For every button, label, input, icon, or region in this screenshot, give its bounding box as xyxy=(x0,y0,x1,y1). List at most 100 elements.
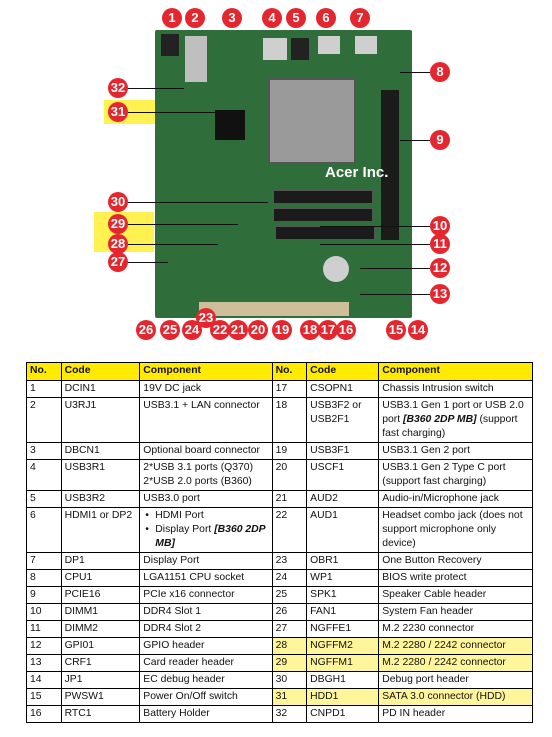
cell-component-2: Debug port header xyxy=(378,671,533,689)
cell-component-2: Chassis Intrusion switch xyxy=(378,380,533,398)
cell-component: 2*USB 3.1 ports (Q370)2*USB 2.0 ports (B… xyxy=(139,459,273,491)
brand-label: Acer Inc. xyxy=(325,164,389,181)
cell-code-2: AUD2 xyxy=(306,490,380,508)
cell-no-2: 26 xyxy=(271,603,308,621)
cell-component: EC debug header xyxy=(139,671,273,689)
dimm-slot-2 xyxy=(273,208,373,222)
cell-no: 10 xyxy=(26,603,62,621)
cell-component: PCIe x16 connector xyxy=(139,586,273,604)
callout-31: 31 xyxy=(108,102,128,122)
callout-24: 24 xyxy=(182,320,202,340)
cell-code-2: FAN1 xyxy=(306,603,380,621)
pcie-slot xyxy=(381,90,399,240)
callout-3: 3 xyxy=(222,8,242,28)
cell-component-2: M.2 2280 / 2242 connector xyxy=(378,637,533,655)
callout-28: 28 xyxy=(108,234,128,254)
cell-component: LGA1151 CPU socket xyxy=(139,569,273,587)
cell-code: DIMM2 xyxy=(60,620,141,638)
header-no-2: No. xyxy=(271,362,308,381)
cell-component-2: Headset combo jack (does not support mic… xyxy=(378,507,533,553)
cell-no: 1 xyxy=(26,380,62,398)
cell-no: 5 xyxy=(26,490,62,508)
callout-13: 13 xyxy=(430,284,450,304)
callout-32: 32 xyxy=(108,78,128,98)
cell-component: 19V DC jack xyxy=(139,380,273,398)
motherboard-diagram: Acer Inc. 1 2 3 4 5 6 7 8 9 10 11 12 13 … xyxy=(0,0,552,350)
callout-23: 23 xyxy=(196,308,216,328)
callout-10: 10 xyxy=(430,216,450,236)
cell-component: DDR4 Slot 2 xyxy=(139,620,273,638)
cell-no-2: 19 xyxy=(271,442,308,460)
callout-4: 4 xyxy=(262,8,282,28)
usb-ports xyxy=(263,38,287,60)
cell-code: DCIN1 xyxy=(60,380,141,398)
cell-component-2: One Button Recovery xyxy=(378,552,533,570)
cell-no: 4 xyxy=(26,459,62,491)
cell-component: USB3.1 + LAN connector xyxy=(139,397,273,443)
cell-no: 3 xyxy=(26,442,62,460)
cell-code: USB3R1 xyxy=(60,459,141,491)
leader-28 xyxy=(128,244,218,245)
cell-code-2: NGFFM1 xyxy=(306,654,380,672)
header-code: Code xyxy=(60,362,141,381)
callout-20: 20 xyxy=(248,320,268,340)
cell-code: RTC1 xyxy=(60,705,141,723)
callout-29: 29 xyxy=(108,214,128,234)
bullet-item: HDMI Port xyxy=(143,509,268,523)
leader-9 xyxy=(400,140,430,141)
callout-2: 2 xyxy=(185,8,205,28)
cell-no-2: 18 xyxy=(271,397,308,443)
cell-no-2: 31 xyxy=(271,688,308,706)
leader-27 xyxy=(128,262,168,263)
cell-code: DBCN1 xyxy=(60,442,141,460)
cell-code-2: USCF1 xyxy=(306,459,380,491)
cell-no-2: 17 xyxy=(271,380,308,398)
dimm-slot-1 xyxy=(273,190,373,204)
callout-5: 5 xyxy=(286,8,306,28)
dimm-slot-3 xyxy=(275,226,375,240)
cell-no: 7 xyxy=(26,552,62,570)
cell-no-2: 22 xyxy=(271,507,308,553)
dp-port xyxy=(355,36,377,54)
callout-14: 14 xyxy=(408,320,428,340)
cell-code: U3RJ1 xyxy=(60,397,141,443)
leader-10 xyxy=(320,226,430,227)
cell-component: DDR4 Slot 1 xyxy=(139,603,273,621)
cell-code: GPI01 xyxy=(60,637,141,655)
callout-22: 22 xyxy=(210,320,230,340)
leader-13 xyxy=(360,294,430,295)
callout-18: 18 xyxy=(300,320,320,340)
cell-no-2: 25 xyxy=(271,586,308,604)
cell-component: GPIO header xyxy=(139,637,273,655)
callout-12: 12 xyxy=(430,258,450,278)
callout-15: 15 xyxy=(386,320,406,340)
cell-no: 16 xyxy=(26,705,62,723)
cell-component: Battery Holder xyxy=(139,705,273,723)
cell-component-2: M.2 2230 connector xyxy=(378,620,533,638)
cell-code: DIMM1 xyxy=(60,603,141,621)
cell-code: JP1 xyxy=(60,671,141,689)
cell-code: PWSW1 xyxy=(60,688,141,706)
cell-no: 14 xyxy=(26,671,62,689)
cell-code-2: WP1 xyxy=(306,569,380,587)
cell-code-2: HDD1 xyxy=(306,688,380,706)
chipset xyxy=(215,110,245,140)
leader-30 xyxy=(128,202,268,203)
cell-component: USB3.0 port xyxy=(139,490,273,508)
cell-component-2: System Fan header xyxy=(378,603,533,621)
cpu-socket xyxy=(268,78,356,164)
callout-17: 17 xyxy=(318,320,338,340)
cell-code-2: CSOPN1 xyxy=(306,380,380,398)
cell-code: CRF1 xyxy=(60,654,141,672)
cell-no-2: 29 xyxy=(271,654,308,672)
